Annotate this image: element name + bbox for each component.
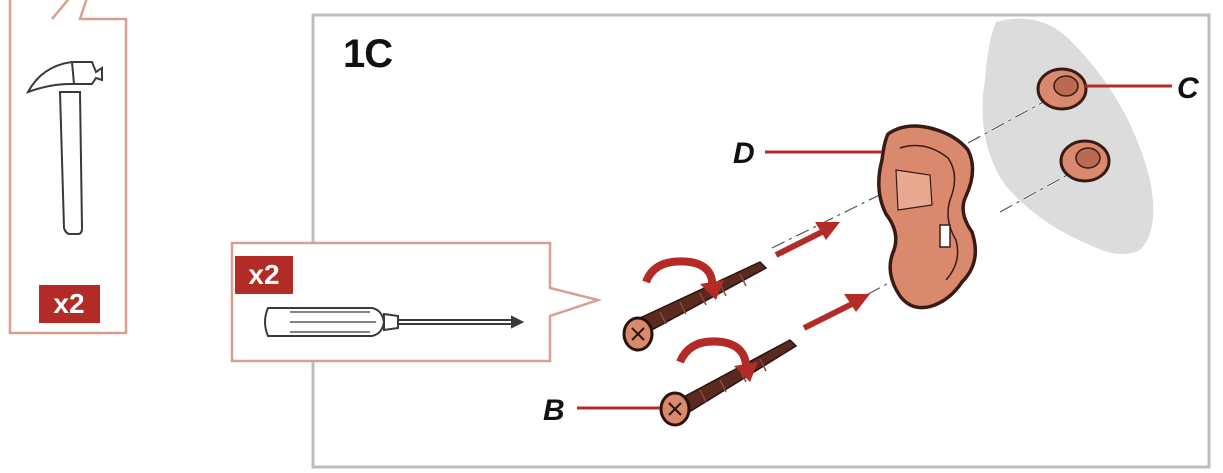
screwdriver-callout: x2 [230,241,603,363]
hammer-callout-border [8,0,128,335]
mounting-bracket [877,124,978,310]
step-title: 1C [343,32,392,76]
wall-anchor-upper [1036,67,1088,111]
hammer-qty-label: x2 [53,288,84,319]
wall-anchor-lower [1059,139,1111,183]
part-label-c: C [1177,72,1200,105]
screwdriver-qty-badge [235,256,293,294]
part-label-b: B [543,394,565,427]
screw-upper [622,261,768,352]
step-frame [311,13,1211,469]
part-label-d: D [733,137,755,170]
hammer-icon [25,61,103,235]
hammer-callout-tail [51,0,70,20]
insert-arrow-upper [774,222,840,258]
wall-surface [982,18,1154,255]
rotation-arrow-upper [642,257,724,300]
rotation-arrow-lower [676,337,758,382]
hammer-callout: x2 [8,0,128,335]
insert-arrow-lower [802,294,870,331]
hammer-qty-badge [39,285,100,323]
screw-lower [659,339,798,427]
screwdriver-qty-label: x2 [248,259,279,290]
screwdriver-icon [264,307,525,337]
